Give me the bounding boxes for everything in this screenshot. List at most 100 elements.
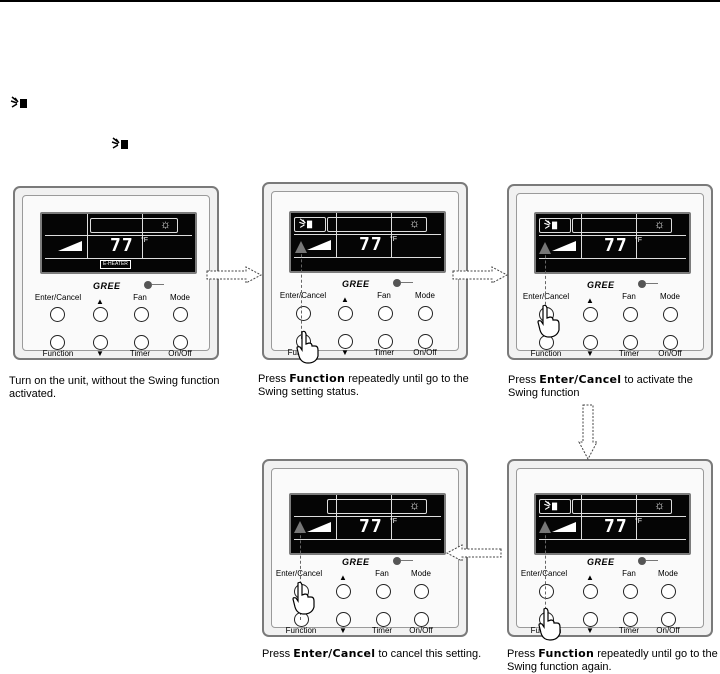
arrow-right-icon	[206, 266, 263, 284]
onoff-button[interactable]	[418, 334, 433, 349]
onoff-button[interactable]	[414, 612, 429, 627]
up-button[interactable]	[336, 584, 351, 599]
caption-step-4: Press Enter/Cancel to cancel this settin…	[262, 647, 482, 661]
guide-line	[545, 525, 546, 620]
enter-cancel-button[interactable]	[50, 307, 65, 322]
sun-icon: ☼	[409, 498, 420, 512]
brand-name: GREE	[342, 557, 370, 567]
lcd-screen: ☼ 77 °F	[289, 493, 446, 555]
arrow-up-icon	[294, 521, 306, 533]
guide-line	[301, 244, 302, 339]
onoff-button[interactable]	[173, 335, 188, 350]
hand-icon	[296, 330, 319, 364]
caption-post: repeatedly until go to the Swing setting…	[258, 373, 469, 398]
caption-text: Turn on the unit, without the Swing func…	[9, 375, 220, 400]
swing-icon	[299, 218, 313, 229]
mode-label: Mode	[169, 293, 190, 302]
fan-button[interactable]	[134, 307, 149, 322]
swing-icon	[544, 500, 558, 511]
mode-button[interactable]	[414, 584, 429, 599]
arrow-down-icon	[578, 404, 598, 461]
down-button[interactable]	[583, 612, 598, 627]
timer-button[interactable]	[378, 334, 393, 349]
mode-label: Mode	[657, 569, 678, 578]
mode-box	[327, 217, 427, 232]
caption-step-2: Press Function repeatedly until go to th…	[258, 372, 493, 399]
swing-box	[294, 217, 326, 232]
fan-label: Fan	[375, 569, 389, 578]
remote-panel-5: ☼ 77 °F GREE Enter/Cancel ▲ Fan Mode Fun…	[507, 459, 713, 641]
enter-cancel-button[interactable]	[296, 306, 311, 321]
sun-icon: ☼	[654, 217, 665, 231]
top-rule	[0, 0, 720, 2]
lcd-screen: ☼ 77 °F	[534, 212, 691, 274]
fan-button[interactable]	[623, 584, 638, 599]
mode-button[interactable]	[173, 307, 188, 322]
timer-label: Timer	[371, 626, 393, 635]
timer-button[interactable]	[623, 335, 638, 350]
sun-icon: ☼	[409, 216, 420, 230]
onoff-button[interactable]	[663, 335, 678, 350]
caption-step-3: Press Enter/Cancel to activate the Swing…	[508, 373, 718, 400]
function-button[interactable]	[50, 335, 65, 350]
caption-bold: Enter/Cancel	[293, 647, 376, 660]
onoff-label: On/Off	[656, 626, 680, 635]
enter-cancel-button[interactable]	[539, 584, 554, 599]
down-button[interactable]	[93, 335, 108, 350]
mode-box	[572, 218, 672, 233]
timer-button[interactable]	[134, 335, 149, 350]
timer-label: Timer	[618, 349, 640, 358]
down-label: ▼	[586, 349, 594, 358]
fan-button[interactable]	[376, 584, 391, 599]
caption-pre: Press	[258, 373, 290, 385]
fan-button[interactable]	[623, 307, 638, 322]
mode-button[interactable]	[663, 307, 678, 322]
lcd-temperature: 77	[359, 234, 383, 255]
function-label: Function	[285, 626, 317, 635]
timer-button[interactable]	[623, 612, 638, 627]
timer-label: Timer	[618, 626, 640, 635]
status-led	[638, 280, 646, 288]
up-button[interactable]	[583, 584, 598, 599]
function-label: Function	[530, 349, 562, 358]
lcd-unit: °F	[390, 236, 398, 243]
timer-button[interactable]	[376, 612, 391, 627]
enter-cancel-label: Enter/Cancel	[520, 569, 568, 578]
lcd-temperature: 77	[604, 235, 628, 256]
mode-box	[327, 499, 427, 514]
up-button[interactable]	[338, 306, 353, 321]
brand-logo: GREE	[587, 557, 615, 567]
enter-cancel-label: Enter/Cancel	[522, 292, 570, 301]
eheater-badge: E-HEATER	[100, 260, 131, 269]
mode-box	[572, 499, 672, 514]
swing-box	[539, 218, 571, 233]
up-button[interactable]	[583, 307, 598, 322]
onoff-button[interactable]	[661, 612, 676, 627]
down-button[interactable]	[338, 334, 353, 349]
fan-label: Fan	[622, 292, 636, 301]
mode-button[interactable]	[418, 306, 433, 321]
remote-panel-1: ☼ 77 °F E-HEATER GREE Enter/Cancel ▲ Fan…	[13, 186, 219, 360]
down-button[interactable]	[336, 612, 351, 627]
mode-button[interactable]	[661, 584, 676, 599]
onoff-label: On/Off	[168, 349, 192, 358]
onoff-label: On/Off	[658, 349, 682, 358]
caption-post: to cancel this setting.	[375, 648, 482, 660]
status-led	[144, 281, 152, 289]
fan-speed-icon	[58, 241, 82, 251]
swing-box	[539, 499, 571, 514]
down-button[interactable]	[583, 335, 598, 350]
onoff-label: On/Off	[413, 348, 437, 357]
swing-icon	[10, 96, 27, 108]
lcd-unit: °F	[635, 237, 643, 244]
enter-cancel-label: Enter/Cancel	[279, 291, 327, 300]
up-label: ▲	[96, 297, 104, 306]
up-button[interactable]	[93, 307, 108, 322]
caption-pre: Press	[507, 648, 539, 660]
caption-post: repeatedly until go to the Swing functio…	[507, 648, 718, 673]
lcd-unit: °F	[141, 237, 149, 244]
caption-pre: Press	[262, 648, 294, 660]
caption-step-5: Press Function repeatedly until go to th…	[507, 647, 719, 674]
brand-logo: GREE	[342, 557, 370, 567]
fan-button[interactable]	[378, 306, 393, 321]
